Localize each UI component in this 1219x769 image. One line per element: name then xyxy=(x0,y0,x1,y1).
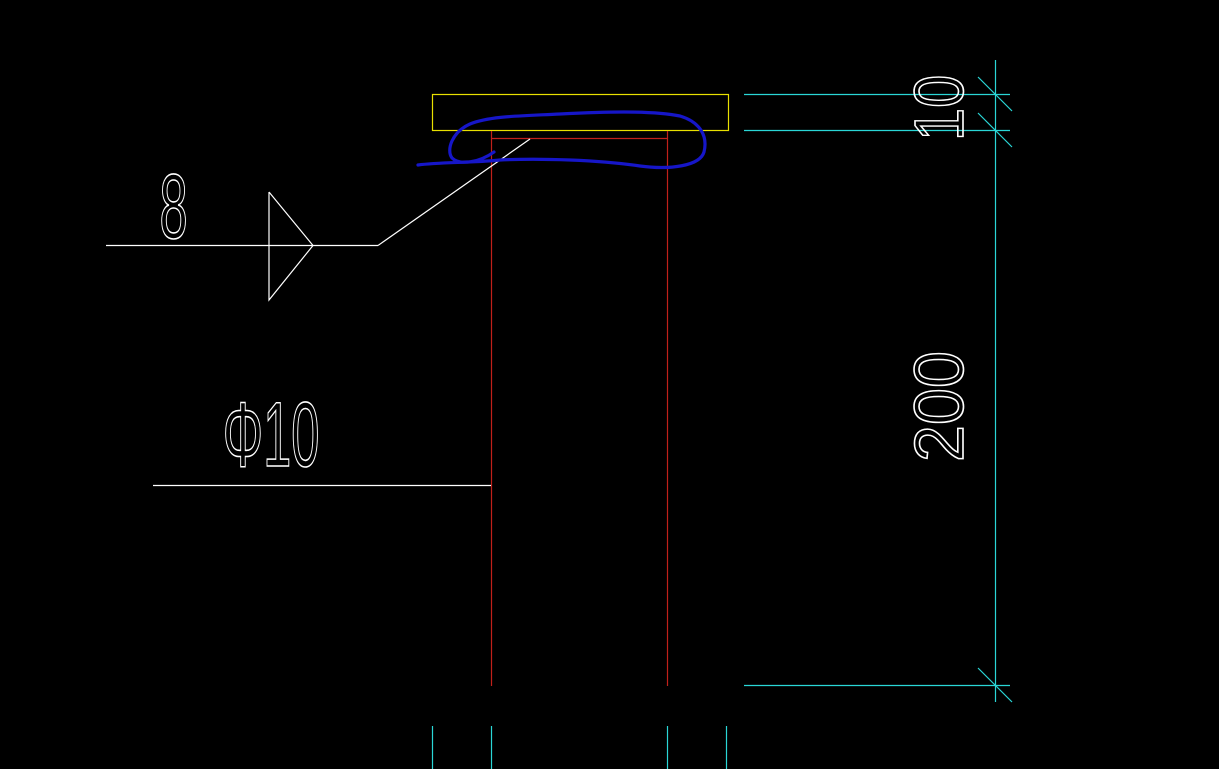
weld-leader-arrow-line xyxy=(377,138,531,246)
plate-thickness-dimension: 10 xyxy=(899,75,978,141)
dimension-lines xyxy=(744,60,1013,703)
dim-tick-top xyxy=(977,76,1013,112)
anchor-bar xyxy=(490,131,669,686)
bar-diameter-label: Φ10 xyxy=(223,383,320,486)
weld-symbol xyxy=(106,138,531,302)
fillet-weld-triangle xyxy=(268,191,314,302)
markup-highlight-circle xyxy=(416,110,707,170)
section-continuation-lines xyxy=(431,726,728,769)
bar-length-dimension: 200 xyxy=(900,351,978,462)
dim-tick-middle xyxy=(977,112,1013,148)
weld-size-label: 8 xyxy=(160,155,188,258)
dim-tick-bottom xyxy=(977,667,1013,703)
steel-plate xyxy=(431,93,730,132)
